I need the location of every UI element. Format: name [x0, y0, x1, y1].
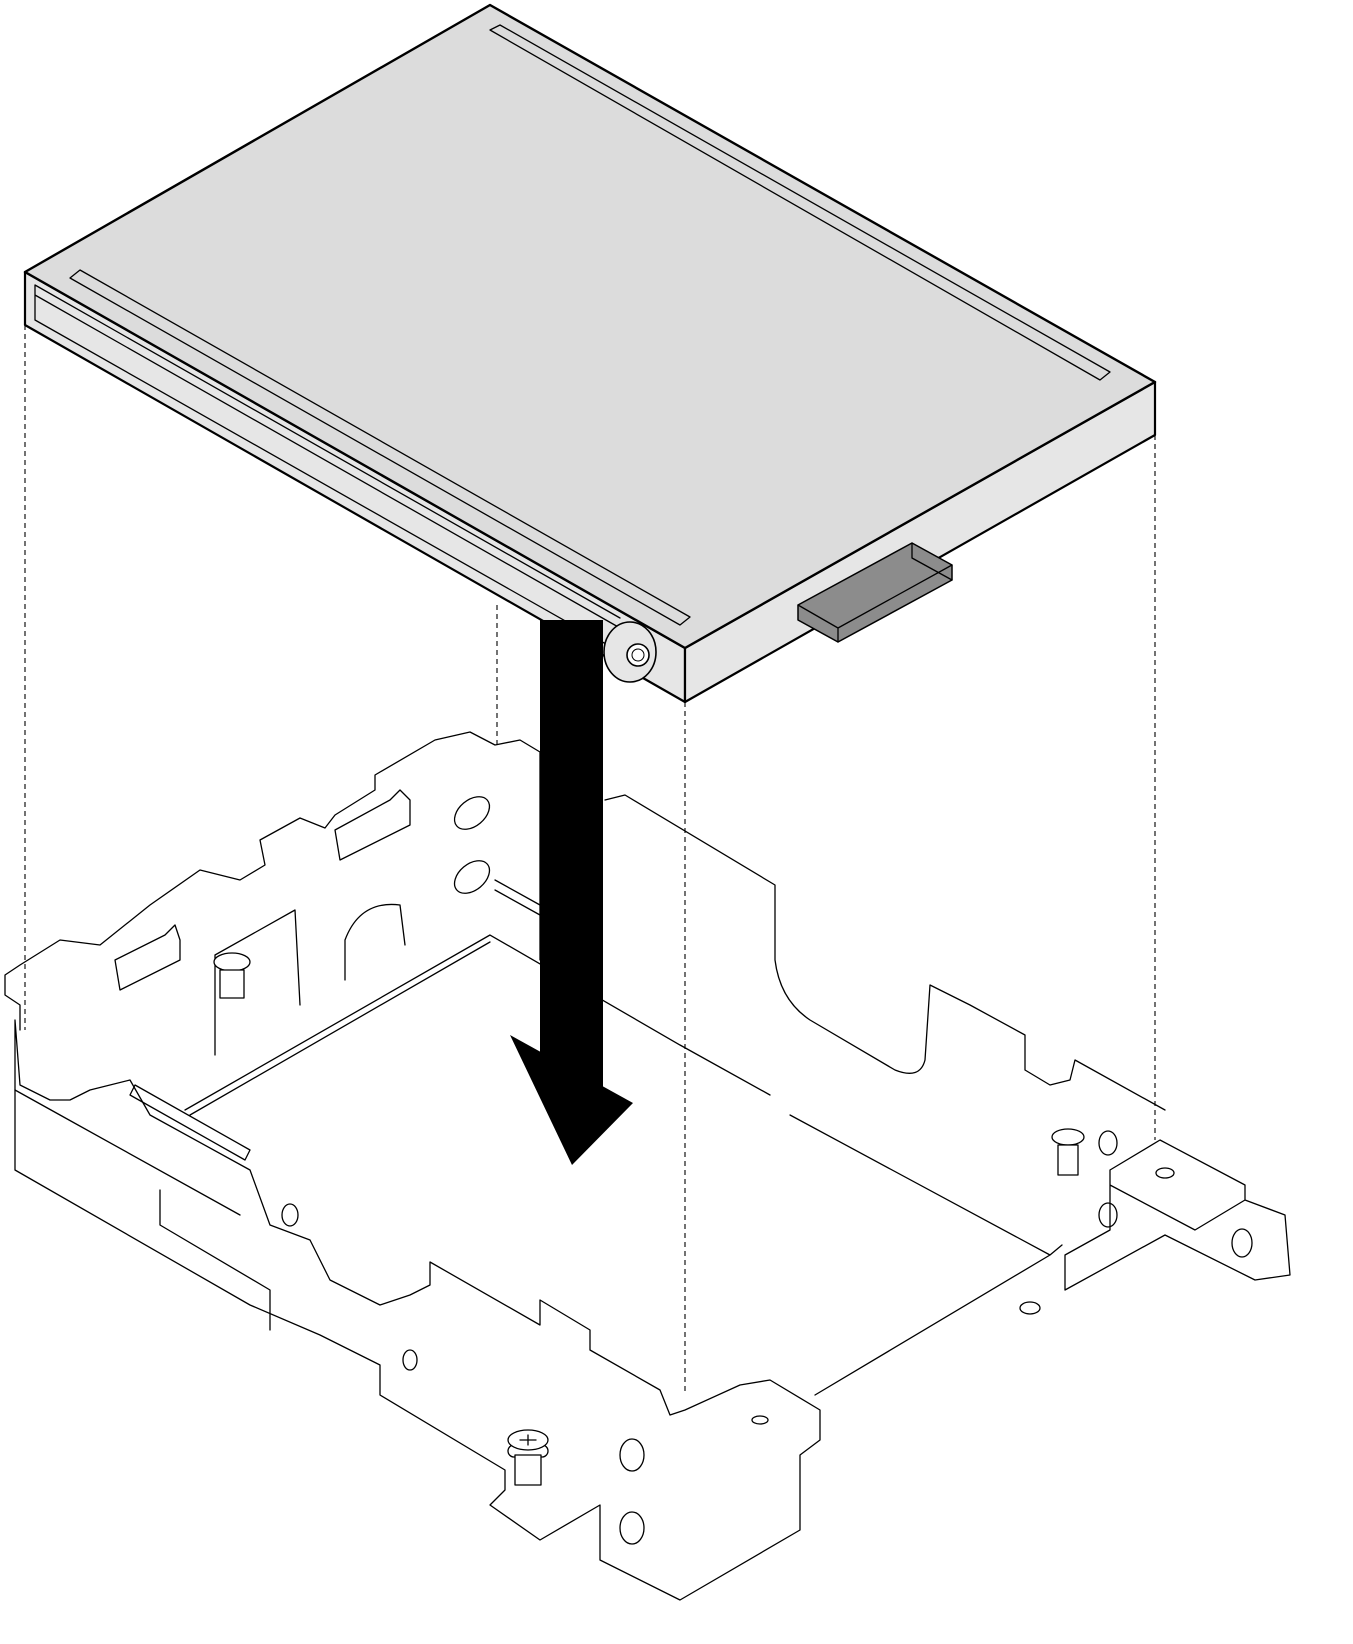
screw [1051, 1128, 1085, 1176]
screw [507, 1429, 549, 1486]
screw [213, 952, 251, 999]
drive-top-face [23, 3, 1157, 650]
rear-wall-slot [453, 860, 491, 894]
front-wall-hole [402, 1349, 418, 1371]
drive-top-groove [489, 24, 1111, 381]
front-wall-fold [14, 1089, 271, 1331]
ear-hole [1098, 1202, 1118, 1228]
alignment-guides [24, 325, 1156, 1395]
front-wall-hole [619, 1438, 645, 1472]
bracket-front-wall [14, 1019, 821, 1601]
rear-wall-slot [453, 796, 491, 830]
drive-bracket [4, 731, 1291, 1601]
rear-wall-tab [334, 789, 411, 861]
bracket-rear-wall [4, 731, 1166, 1111]
tab-hole [751, 1415, 769, 1425]
floor-hole [1019, 1301, 1041, 1315]
drive-top-groove [69, 269, 691, 626]
guide-rail [129, 879, 541, 1161]
drive [23, 3, 1157, 704]
ear-hole [1231, 1228, 1253, 1258]
rear-wall-window [214, 903, 406, 1056]
bracket-floor [184, 934, 1063, 1396]
drive-side-rail [34, 284, 621, 653]
down-arrow-icon [510, 620, 633, 1165]
ear-hole [1155, 1167, 1175, 1179]
drive-screw-hole [603, 621, 657, 683]
rear-wall-tab [114, 924, 181, 991]
ear-hole [1098, 1130, 1118, 1156]
bracket-right-ear [1064, 1139, 1291, 1291]
front-wall-hole [281, 1203, 299, 1227]
front-wall-hole [619, 1511, 645, 1545]
